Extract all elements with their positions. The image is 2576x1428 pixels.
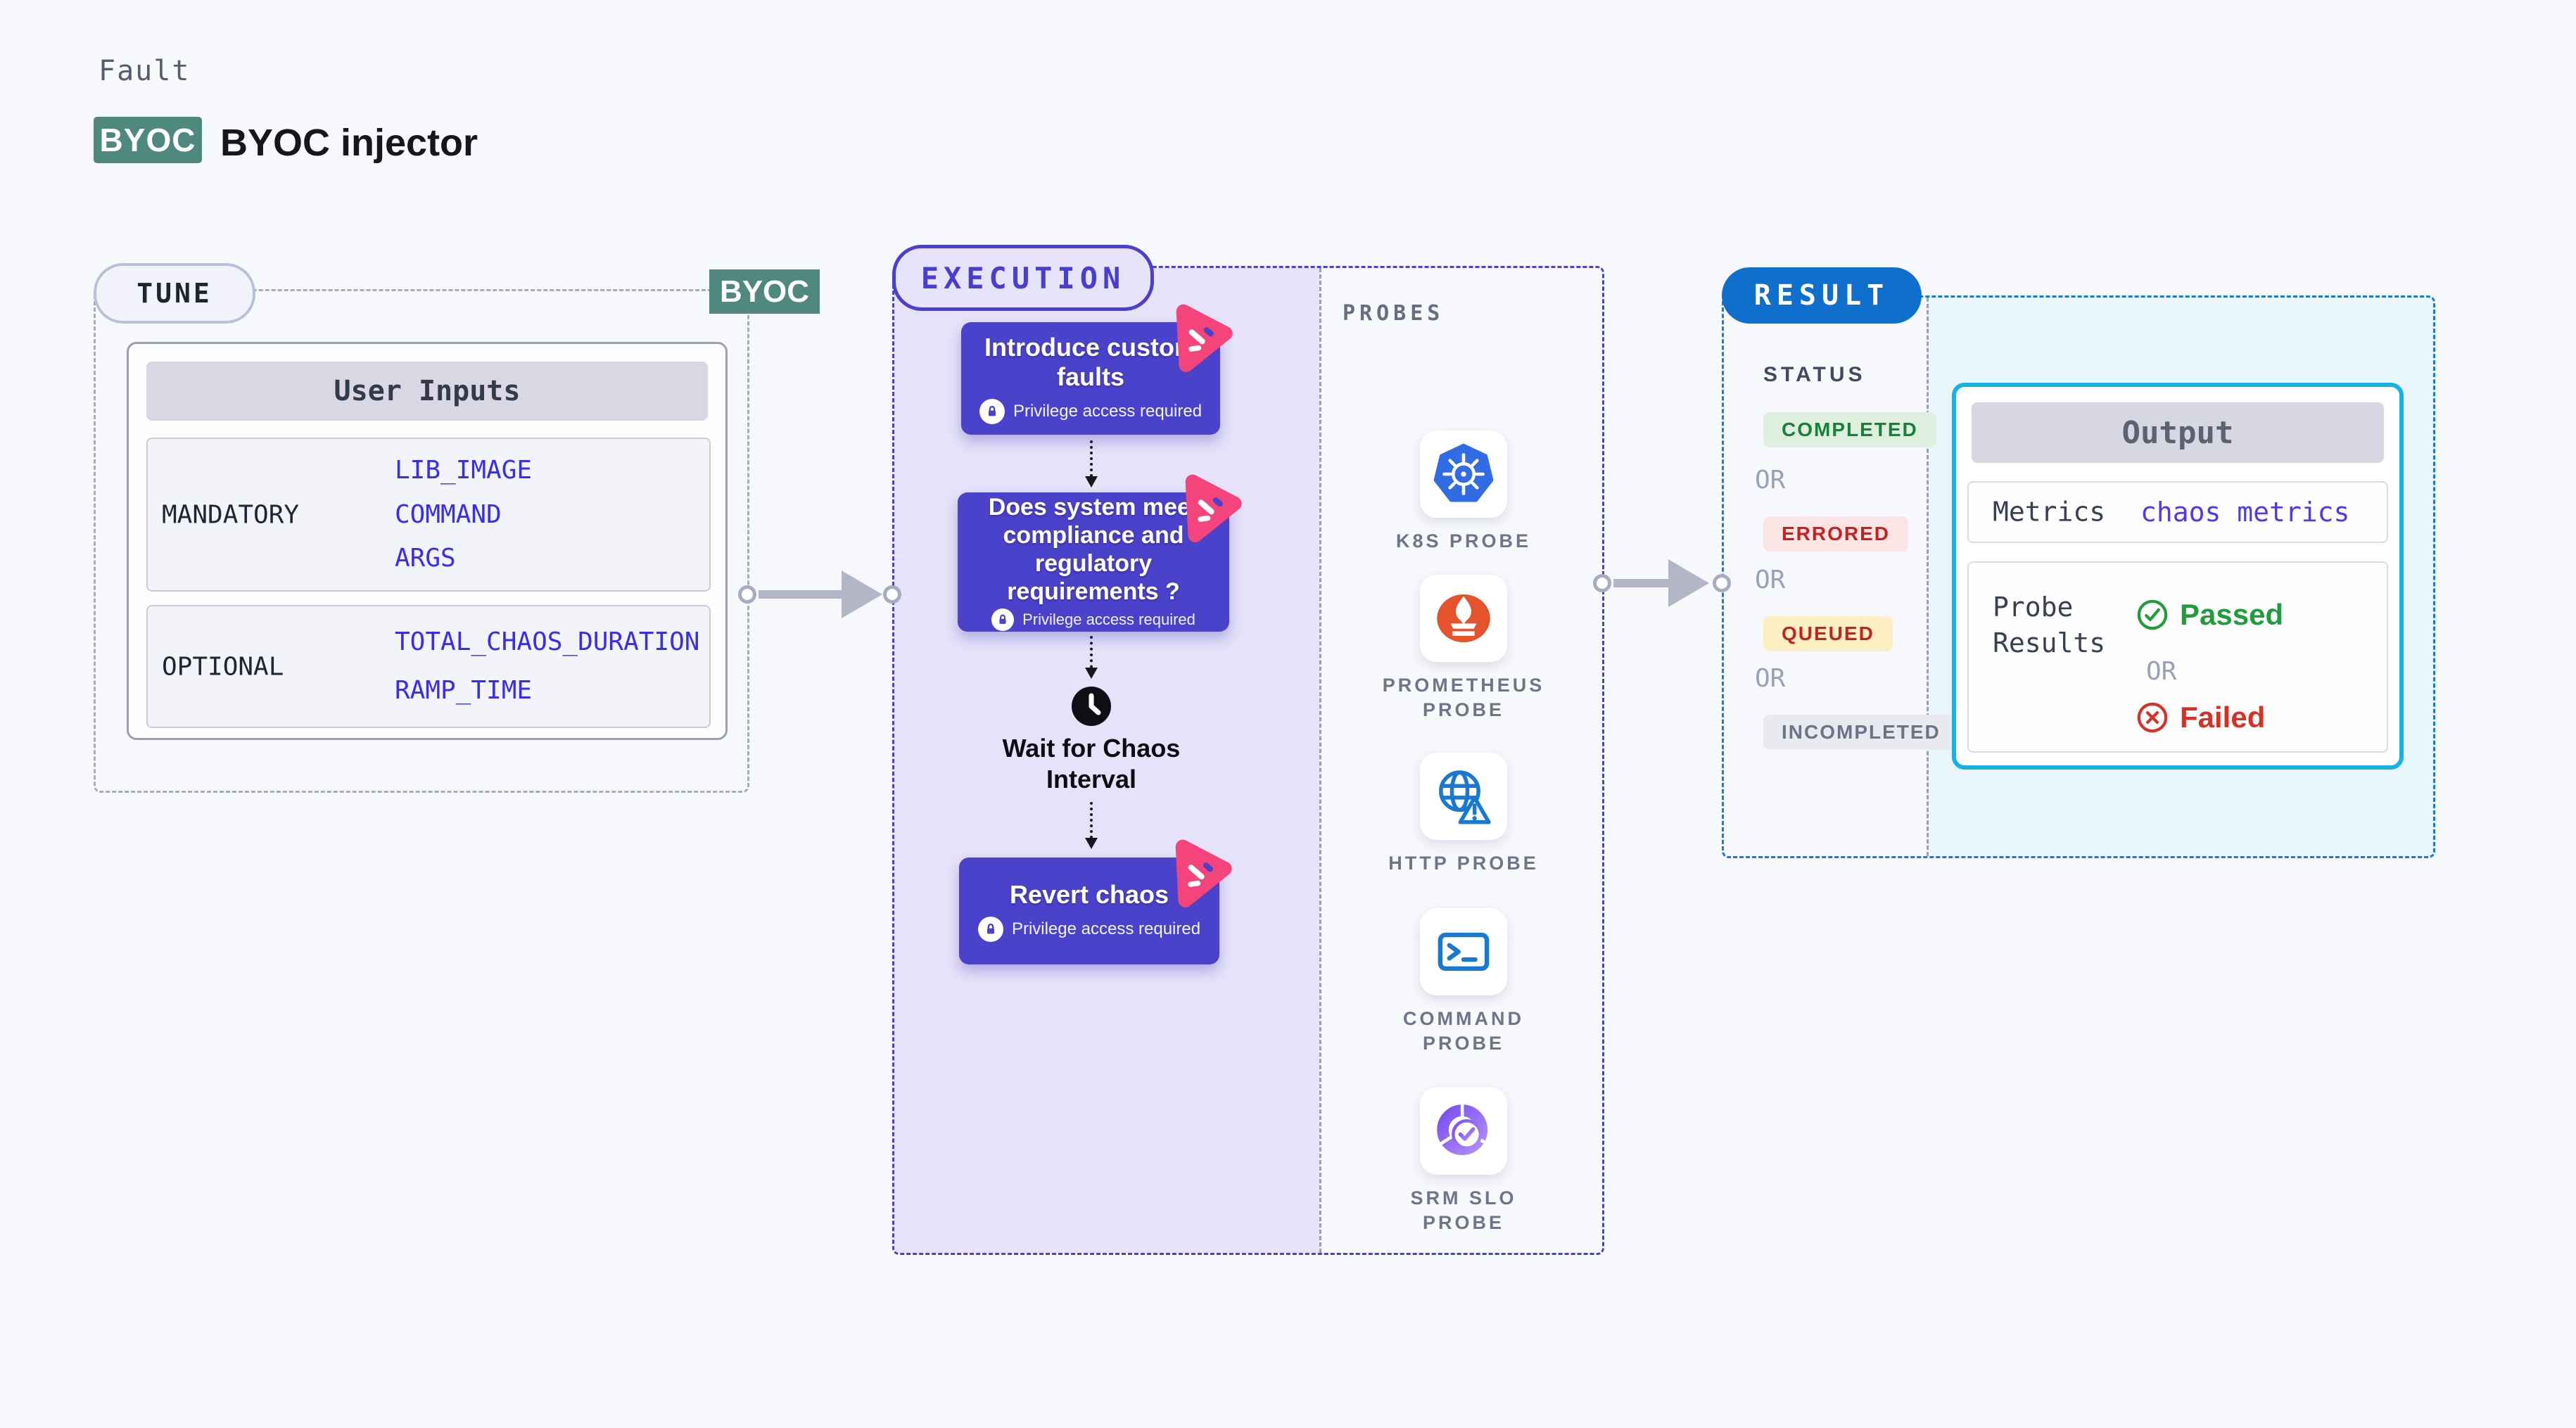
terminal-icon bbox=[1438, 932, 1490, 971]
failed-label: Failed bbox=[2180, 701, 2266, 734]
wait-step-label: Wait for Chaos Interval bbox=[1002, 734, 1181, 793]
connector-dot bbox=[883, 585, 901, 604]
lock-icon bbox=[991, 608, 1015, 632]
step-revert-chaos: Revert chaos Privilege access required bbox=[959, 839, 1232, 964]
probe-label: K8S PROBE bbox=[1395, 530, 1532, 552]
or-separator: OR bbox=[1755, 466, 1786, 495]
probe-card-k8s bbox=[1420, 431, 1507, 518]
flow-arrow-execution-result bbox=[1613, 579, 1668, 587]
tune-corner-byoc-badge: BYOC bbox=[709, 269, 820, 314]
metrics-row: Metrics chaos metrics bbox=[1967, 481, 2388, 543]
probe-label: SRM SLO PROBE bbox=[1410, 1187, 1517, 1234]
probe-results-label: Probe Results bbox=[1993, 592, 2106, 659]
prometheus-icon bbox=[1437, 594, 1490, 643]
chaos-sticker-icon bbox=[1176, 304, 1233, 372]
step-compliance-check: Does system meet compliance and regulato… bbox=[958, 474, 1242, 632]
execution-pill: EXECUTION bbox=[892, 245, 1154, 311]
probes-heading: PROBES bbox=[1343, 301, 1445, 326]
metrics-value: chaos metrics bbox=[2140, 497, 2350, 528]
step-title: Does system meet compliance and regulato… bbox=[988, 493, 1199, 606]
slo-check-donut-icon bbox=[1437, 1104, 1488, 1156]
env-var: ARGS bbox=[395, 544, 456, 573]
privilege-note-text: Privilege access required bbox=[1022, 611, 1195, 629]
optional-row: OPTIONAL TOTAL_CHAOS_DURATION RAMP_TIME bbox=[146, 605, 711, 728]
tune-corner-byoc-text: BYOC bbox=[719, 274, 810, 309]
flow-arrow-down bbox=[1085, 636, 1098, 679]
probe-card-http bbox=[1420, 753, 1507, 840]
probe-label: COMMAND PROBE bbox=[1403, 1008, 1524, 1054]
page-title: BYOC injector bbox=[220, 122, 478, 164]
kubernetes-icon bbox=[1433, 443, 1494, 502]
privilege-note-text: Privilege access required bbox=[1013, 402, 1203, 421]
result-divider bbox=[1927, 298, 1929, 856]
execution-pill-label: EXECUTION bbox=[920, 260, 1126, 295]
check-circle-icon bbox=[2137, 599, 2168, 630]
step-title: Introduce custom faults bbox=[984, 332, 1198, 391]
privilege-note: Privilege access required bbox=[991, 608, 1195, 632]
connector-dot bbox=[738, 585, 756, 604]
or-separator: OR bbox=[2146, 657, 2177, 686]
probe-results-row: Probe Results Passed OR Failed bbox=[1967, 561, 2388, 753]
lock-icon bbox=[977, 917, 1003, 943]
privilege-note: Privilege access required bbox=[979, 399, 1203, 425]
step-introduce-faults: Introduce custom faults Privilege access… bbox=[961, 304, 1233, 435]
result-pill: RESULT bbox=[1722, 267, 1922, 324]
globe-warning-icon bbox=[1439, 770, 1491, 824]
probe-card-command bbox=[1420, 908, 1507, 995]
privilege-note-text: Privilege access required bbox=[1011, 919, 1201, 939]
tune-pill: TUNE bbox=[94, 263, 255, 324]
execution-probes-divider bbox=[1319, 268, 1321, 1253]
mandatory-values: LIB_IMAGE COMMAND ARGS bbox=[395, 439, 532, 590]
optional-values: TOTAL_CHAOS_DURATION RAMP_TIME bbox=[395, 606, 699, 727]
user-inputs-card: User Inputs MANDATORY LIB_IMAGE COMMAND … bbox=[127, 342, 728, 740]
arrowhead-icon bbox=[842, 570, 882, 618]
flow-arrow-down bbox=[1085, 802, 1098, 849]
connector-dot bbox=[1713, 574, 1731, 592]
status-badge-incompleted: INCOMPLETED bbox=[1763, 715, 1959, 750]
status-badge-errored: ERRORED bbox=[1763, 516, 1909, 552]
user-inputs-header: User Inputs bbox=[146, 362, 708, 421]
status-badge-completed: COMPLETED bbox=[1763, 412, 1936, 447]
or-separator: OR bbox=[1755, 566, 1786, 594]
chaos-sticker-icon bbox=[1175, 839, 1232, 907]
probe-result-passed: Passed bbox=[2136, 598, 2283, 632]
metrics-label: Metrics bbox=[1993, 496, 2106, 528]
privilege-note: Privilege access required bbox=[977, 917, 1201, 943]
flow-arrow-tune-execution bbox=[759, 590, 842, 599]
flow-arrow-down bbox=[1085, 440, 1098, 487]
or-separator: OR bbox=[1755, 664, 1786, 693]
probe-result-failed: Failed bbox=[2136, 701, 2265, 734]
byoc-badge: BYOC bbox=[94, 117, 202, 163]
probe-card-prometheus bbox=[1420, 575, 1507, 662]
optional-label: OPTIONAL bbox=[162, 652, 284, 681]
output-card: Output Metrics chaos metrics Probe Resul… bbox=[1952, 383, 2404, 770]
arrowhead-icon bbox=[1668, 559, 1709, 607]
byoc-badge-text: BYOC bbox=[99, 122, 196, 158]
lock-icon bbox=[979, 399, 1005, 425]
env-var: LIB_IMAGE bbox=[395, 455, 533, 485]
tune-pill-label: TUNE bbox=[137, 278, 212, 309]
clock-icon bbox=[1072, 687, 1111, 726]
status-heading: STATUS bbox=[1763, 363, 1866, 386]
probe-label: PROMETHEUS PROBE bbox=[1382, 675, 1545, 721]
env-var: TOTAL_CHAOS_DURATION bbox=[395, 627, 700, 656]
mandatory-label: MANDATORY bbox=[162, 500, 300, 529]
result-pill-label: RESULT bbox=[1753, 279, 1890, 312]
status-badge-queued: QUEUED bbox=[1763, 616, 1893, 651]
tune-section-box bbox=[94, 289, 749, 793]
step-title: Revert chaos bbox=[1009, 879, 1169, 909]
output-header: Output bbox=[1972, 402, 2384, 463]
chaos-sticker-icon bbox=[1185, 474, 1242, 542]
fault-kicker: Fault bbox=[99, 55, 191, 87]
mandatory-row: MANDATORY LIB_IMAGE COMMAND ARGS bbox=[146, 438, 711, 592]
env-var: RAMP_TIME bbox=[395, 676, 533, 705]
x-circle-icon bbox=[2137, 702, 2168, 733]
connector-dot bbox=[1593, 574, 1611, 592]
env-var: COMMAND bbox=[395, 499, 502, 529]
probe-card-srm-slo bbox=[1420, 1088, 1507, 1175]
probe-label: HTTP PROBE bbox=[1388, 853, 1539, 874]
passed-label: Passed bbox=[2180, 598, 2284, 631]
